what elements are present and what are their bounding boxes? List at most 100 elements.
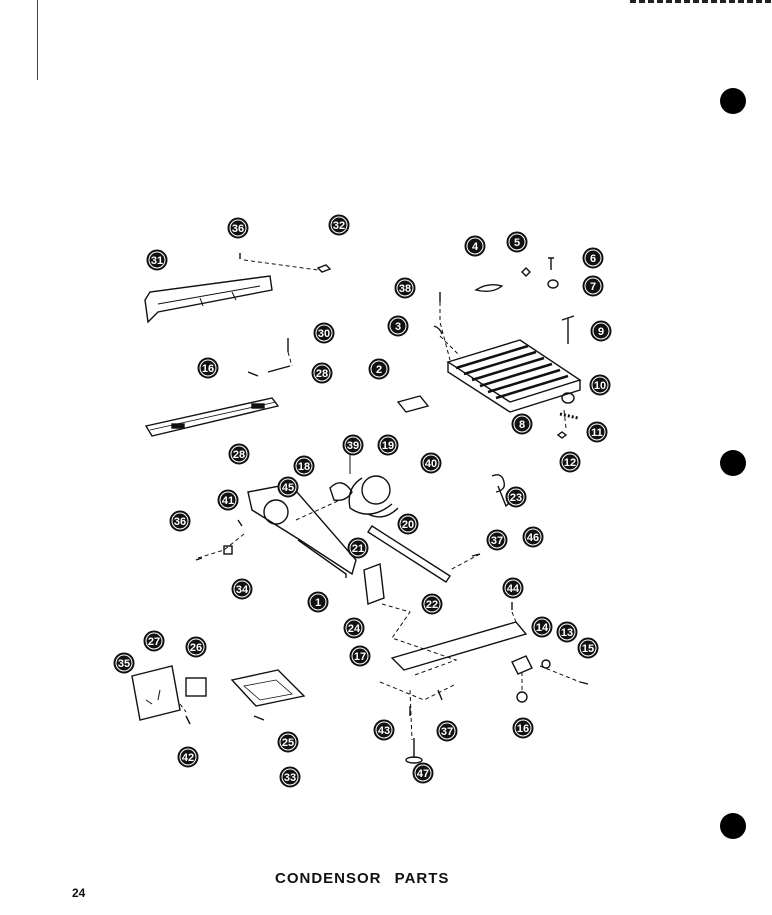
part-34-block bbox=[223, 545, 233, 555]
part-6-screw bbox=[548, 257, 554, 270]
callout-label: 6 bbox=[590, 253, 596, 265]
callout-4: 4 bbox=[464, 235, 486, 257]
callout-ring bbox=[558, 623, 576, 641]
part-1-bracket bbox=[297, 539, 347, 578]
callout-ring bbox=[179, 748, 197, 766]
callout-34: 34 bbox=[231, 578, 253, 600]
callout-bubble bbox=[197, 357, 219, 379]
callout-bubble bbox=[436, 720, 458, 742]
callout-ring bbox=[344, 436, 362, 454]
callout-label: 38 bbox=[399, 283, 411, 295]
part-42-screw bbox=[185, 715, 191, 725]
part-4-tube bbox=[474, 283, 504, 293]
callout-bubble bbox=[113, 652, 135, 674]
callout-label: 31 bbox=[151, 255, 163, 267]
callout-44: 44 bbox=[502, 577, 524, 599]
callout-label: 37 bbox=[491, 535, 503, 547]
callout-ring bbox=[584, 277, 602, 295]
callout-36: 36 bbox=[227, 217, 249, 239]
part-12-nut bbox=[556, 431, 568, 439]
part-2-bracket bbox=[396, 395, 430, 413]
callout-6: 6 bbox=[582, 247, 604, 269]
callout-14: 14 bbox=[531, 616, 553, 638]
callout-7: 7 bbox=[582, 275, 604, 297]
callout-label: 24 bbox=[348, 623, 361, 635]
callout-28: 28 bbox=[228, 443, 250, 465]
callout-ring bbox=[508, 233, 526, 251]
callout-bubble bbox=[522, 526, 544, 548]
callout-2: 2 bbox=[368, 358, 390, 380]
callout-bubble bbox=[589, 374, 611, 396]
part-7-grommet bbox=[547, 279, 559, 289]
callout-ring bbox=[145, 632, 163, 650]
callout-ring bbox=[379, 436, 397, 454]
callout-ring bbox=[230, 445, 248, 463]
callout-46: 46 bbox=[522, 526, 544, 548]
callout-ring bbox=[330, 216, 348, 234]
callout-ring bbox=[438, 722, 456, 740]
callout-26: 26 bbox=[185, 636, 207, 658]
callout-27: 27 bbox=[143, 630, 165, 652]
callout-bubble bbox=[577, 637, 599, 659]
callout-label: 22 bbox=[426, 599, 438, 611]
callout-ring bbox=[281, 768, 299, 786]
callout-24: 24 bbox=[343, 617, 365, 639]
callout-bubble bbox=[328, 214, 350, 236]
callout-label: 26 bbox=[190, 642, 202, 654]
part-28-rail bbox=[144, 397, 280, 437]
callout-label: 34 bbox=[236, 584, 249, 596]
callout-30: 30 bbox=[313, 322, 335, 344]
callout-label: 36 bbox=[232, 223, 244, 235]
callout-42: 42 bbox=[177, 746, 199, 768]
callout-16: 16 bbox=[512, 717, 534, 739]
callout-ring bbox=[295, 457, 313, 475]
callout-3: 3 bbox=[387, 315, 409, 337]
callout-bubble bbox=[293, 455, 315, 477]
callout-label: 43 bbox=[378, 725, 390, 737]
callout-41: 41 bbox=[217, 489, 239, 511]
callout-label: 5 bbox=[514, 237, 520, 249]
callout-bubble bbox=[343, 617, 365, 639]
callout-bubble bbox=[347, 537, 369, 559]
callout-1: 1 bbox=[307, 591, 329, 613]
assembly-leader-lines bbox=[179, 259, 581, 741]
callout-bubble bbox=[511, 413, 533, 435]
callout-12: 12 bbox=[559, 451, 581, 473]
callout-label: 19 bbox=[382, 440, 394, 452]
callout-bubble bbox=[368, 358, 390, 380]
callout-bubble bbox=[227, 217, 249, 239]
callout-ring bbox=[389, 317, 407, 335]
callout-ring bbox=[349, 539, 367, 557]
callout-ring bbox=[514, 719, 532, 737]
callout-36: 36 bbox=[169, 510, 191, 532]
callout-32: 32 bbox=[328, 214, 350, 236]
callout-20: 20 bbox=[397, 513, 419, 535]
callout-label: 1 bbox=[315, 597, 321, 609]
callout-ring bbox=[229, 219, 247, 237]
part-36-screw-lower bbox=[195, 557, 203, 561]
callout-label: 2 bbox=[376, 364, 382, 376]
callout-label: 17 bbox=[354, 651, 366, 663]
page-number: 24 bbox=[72, 886, 86, 900]
callout-label: 42 bbox=[182, 752, 194, 764]
callout-label: 11 bbox=[591, 427, 603, 439]
callout-bubble bbox=[313, 322, 335, 344]
callout-bubble bbox=[586, 421, 608, 443]
callout-47: 47 bbox=[412, 762, 434, 784]
callout-label: 37 bbox=[441, 726, 453, 738]
callout-bubble bbox=[177, 746, 199, 768]
callout-label: 15 bbox=[582, 643, 594, 655]
callout-ring bbox=[561, 453, 579, 471]
callout-21: 21 bbox=[347, 537, 369, 559]
callout-ring bbox=[375, 721, 393, 739]
callout-ring bbox=[313, 364, 331, 382]
callout-ring bbox=[591, 376, 609, 394]
callout-15: 15 bbox=[577, 637, 599, 659]
callout-label: 20 bbox=[402, 519, 414, 531]
callout-ring bbox=[315, 324, 333, 342]
callout-bubble bbox=[464, 235, 486, 257]
callout-bubble bbox=[590, 320, 612, 342]
callout-ring bbox=[579, 639, 597, 657]
